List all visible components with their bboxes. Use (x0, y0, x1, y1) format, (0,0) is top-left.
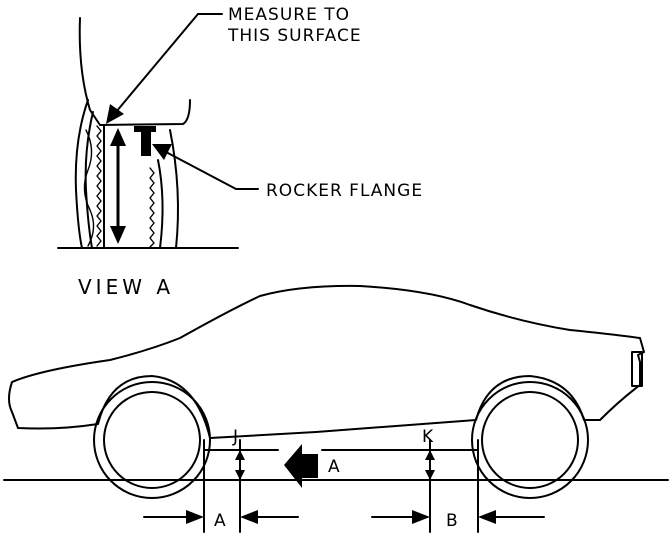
view-a-arrow (284, 444, 318, 488)
callout-measure-line2: THIS SURFACE (227, 26, 362, 46)
a-offset-right-arrow (240, 510, 258, 524)
view-a-detail (57, 17, 239, 249)
callout-measure: MEASURE TO THIS SURFACE (106, 5, 362, 124)
front-rim (103, 391, 201, 489)
b-offset-label: B (446, 511, 459, 531)
car-body-outline (8, 284, 645, 439)
callout-measure-leader (115, 13, 199, 113)
a-offset-left-arrow (186, 510, 204, 524)
k-label: K (422, 427, 434, 447)
tire-right-wall (157, 159, 164, 249)
callout-measure-arrowhead (106, 104, 124, 124)
tire-right-outer (169, 129, 179, 249)
callout-rocker: ROCKER FLANGE (152, 144, 423, 201)
tire-wave-1 (83, 129, 95, 247)
view-a-label: VIEW A (78, 275, 174, 299)
callout-measure-line1: MEASURE TO (228, 5, 350, 25)
tire-wall-2 (84, 111, 94, 249)
rear-tire (471, 381, 589, 499)
k-arrow-down (425, 470, 435, 480)
rocker-flange-top (134, 126, 156, 132)
tire-outer-wall (74, 99, 89, 249)
k-arrow-up (425, 450, 435, 460)
front-tire (93, 381, 211, 499)
rear-bumper-detail (631, 351, 643, 387)
measure-arrow-up (110, 128, 126, 146)
car-side-view: J K A A B (3, 284, 669, 533)
tire-tread-right (149, 167, 155, 248)
view-a-arrow-label: A (328, 457, 341, 477)
tire-tread-left (96, 125, 102, 247)
rear-rim (481, 391, 579, 489)
j-arrow-up (235, 450, 245, 460)
b-offset-right-arrow (478, 510, 496, 524)
b-offset-left-arrow (412, 510, 430, 524)
j-label: J (232, 427, 239, 447)
a-offset-label: A (214, 511, 227, 531)
callout-rocker-label: ROCKER FLANGE (266, 181, 423, 201)
measure-arrow-down (110, 226, 126, 244)
callout-rocker-leader (165, 151, 237, 190)
j-arrow-down (235, 470, 245, 480)
callout-rocker-arrowhead (152, 144, 172, 160)
rocker-flange (141, 126, 151, 156)
body-panel-outline (78, 17, 191, 126)
